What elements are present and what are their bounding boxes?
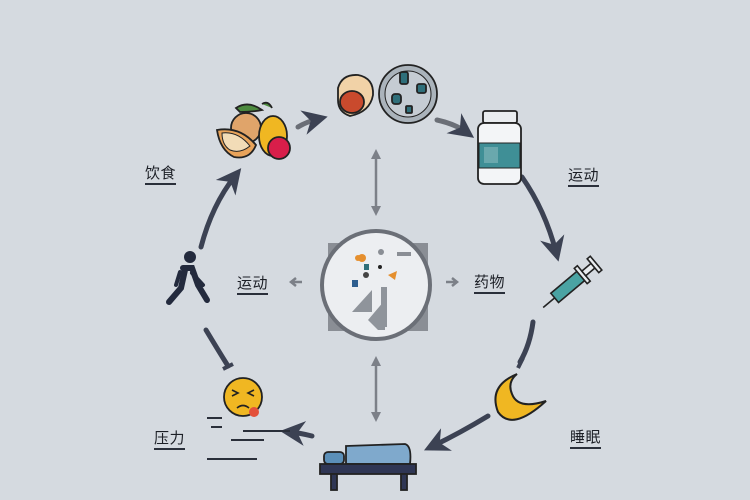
arrow-bottle-to-syringe xyxy=(519,174,565,262)
pill-bottle-icon xyxy=(477,110,522,185)
arrow-fruits-to-meat xyxy=(295,110,328,135)
label-sleep: 睡眠 xyxy=(570,428,602,449)
runner-icon xyxy=(166,251,210,305)
label-exercise-right: 运动 xyxy=(568,166,600,187)
arrow-bed-to-stress xyxy=(280,421,315,446)
arrow-runner-to-fruits xyxy=(198,168,242,250)
arrow-dish-to-bottle xyxy=(434,113,475,138)
stressed-face-icon xyxy=(207,377,290,460)
arrow-center-right xyxy=(446,277,460,287)
arrow-syringe-to-moon xyxy=(517,319,536,365)
syringe-icon xyxy=(542,255,603,309)
arrow-center-left xyxy=(288,277,302,287)
bed-icon xyxy=(319,443,417,491)
moon-icon xyxy=(494,373,547,421)
hub-circle-icon xyxy=(320,229,432,341)
arrow-stress-to-runner xyxy=(203,327,231,369)
bar-cap-moon xyxy=(516,357,525,369)
fruits-icon xyxy=(215,101,291,160)
center-arrows xyxy=(288,149,460,422)
arrow-moon-to-bed xyxy=(423,413,491,451)
label-stress: 压力 xyxy=(154,429,186,450)
bar-cap-stress xyxy=(222,362,234,371)
label-exercise-left: 运动 xyxy=(237,274,269,295)
label-medication: 药物 xyxy=(474,273,506,294)
meat-dish-icon xyxy=(337,64,438,124)
label-diet: 饮食 xyxy=(145,164,177,185)
cycle-arrows xyxy=(198,110,565,451)
